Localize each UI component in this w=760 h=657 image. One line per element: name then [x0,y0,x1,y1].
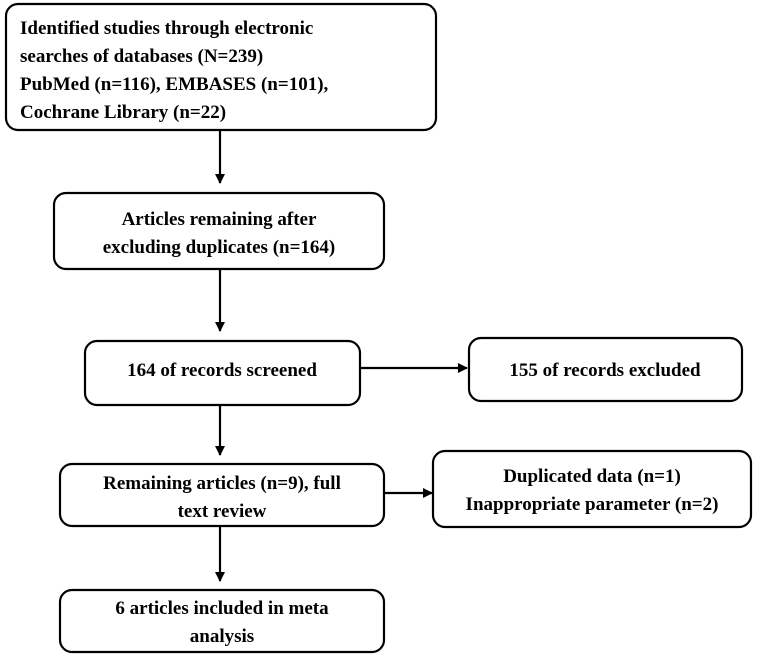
node-remaining-after-duplicates: Articles remaining after excluding dupli… [52,191,386,271]
node-remaining-line-1: Articles remaining after [122,209,317,230]
node-full-text-exclusions: Duplicated data (n=1) Inappropriate para… [431,449,753,529]
node-included-in-meta-analysis: 6 articles included in meta analysis [58,588,386,654]
node-exclusions-line-2: Inappropriate parameter (n=2) [466,494,719,515]
node-exclusions-line-1: Duplicated data (n=1) [503,466,681,487]
node-included-line-1: 6 articles included in meta [115,598,329,619]
node-identified-line-4: Cochrane Library (n=22) [20,102,226,123]
node-included-line-2: analysis [190,626,254,647]
node-full-text-line-1: Remaining articles (n=9), full [103,473,341,494]
node-full-text-line-2: text review [178,501,267,522]
node-identified-line-3: PubMed (n=116), EMBASES (n=101), [20,74,329,95]
node-identified-line-1: Identified studies through electronic [20,18,313,39]
node-remaining-line-2: excluding duplicates (n=164) [103,237,336,258]
node-identified-line-2: searches of databases (N=239) [20,46,263,67]
node-full-text-review: Remaining articles (n=9), full text revi… [58,462,386,528]
node-screened-line-1: 164 of records screened [127,360,317,381]
connectors [215,131,468,582]
node-identified-studies: Identified studies through electronic se… [4,2,438,132]
node-records-screened: 164 of records screened [83,339,362,407]
node-records-excluded: 155 of records excluded [467,336,744,403]
node-excluded-line-1: 155 of records excluded [509,360,701,381]
